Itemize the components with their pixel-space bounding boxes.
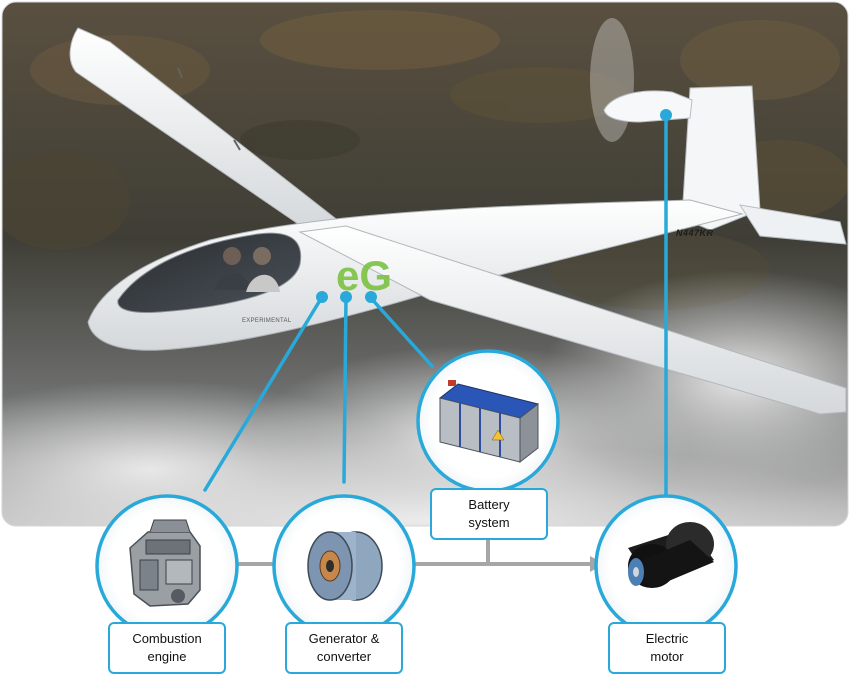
electric-motor-label-line2: motor [650, 649, 684, 664]
generator-anchor-dot [340, 291, 352, 303]
battery-callout-line [368, 295, 434, 368]
component-circle-battery [416, 349, 560, 493]
callout-anchor-dots [316, 109, 672, 303]
fuselage-marking: EXPERIMENTAL [242, 318, 292, 324]
battery-pack-icon [438, 380, 540, 464]
battery-system-label-line1: Battery [468, 497, 510, 512]
electric-motor-label: Electric motor [608, 622, 726, 674]
engine-callout-line [203, 295, 324, 492]
combustion-engine-label-line2: engine [147, 649, 187, 664]
generator-converter-label-line1: Generator & [308, 631, 380, 646]
aircraft-registration: N447KR [676, 228, 714, 238]
generator-icon [307, 531, 383, 601]
component-circle-generator [272, 494, 416, 638]
combustion-engine-label-line1: Combustion [132, 631, 202, 646]
electric-motor-icon [628, 522, 714, 588]
engine-anchor-dot [316, 291, 328, 303]
battery-system-label-line2: system [468, 515, 510, 530]
component-circle-combustion [95, 494, 239, 638]
glider-aircraft: eG [69, 18, 847, 415]
component-circle-motor [594, 494, 738, 638]
combustion-engine-icon [129, 519, 201, 607]
generator-converter-label: Generator & converter [285, 622, 403, 674]
combustion-engine-label: Combustion engine [108, 622, 226, 674]
photo-frame [1, 1, 849, 527]
battery-system-label: Battery system [430, 488, 548, 540]
generator-callout-line [342, 295, 348, 484]
aerial-photo-background: eG [2, 2, 848, 526]
callout-lines [203, 113, 668, 497]
generator-converter-label-line2: converter [316, 649, 372, 664]
electric-motor-label-line1: Electric [645, 631, 689, 646]
battery-anchor-dot [365, 291, 377, 303]
motor-anchor-dot [660, 109, 672, 121]
